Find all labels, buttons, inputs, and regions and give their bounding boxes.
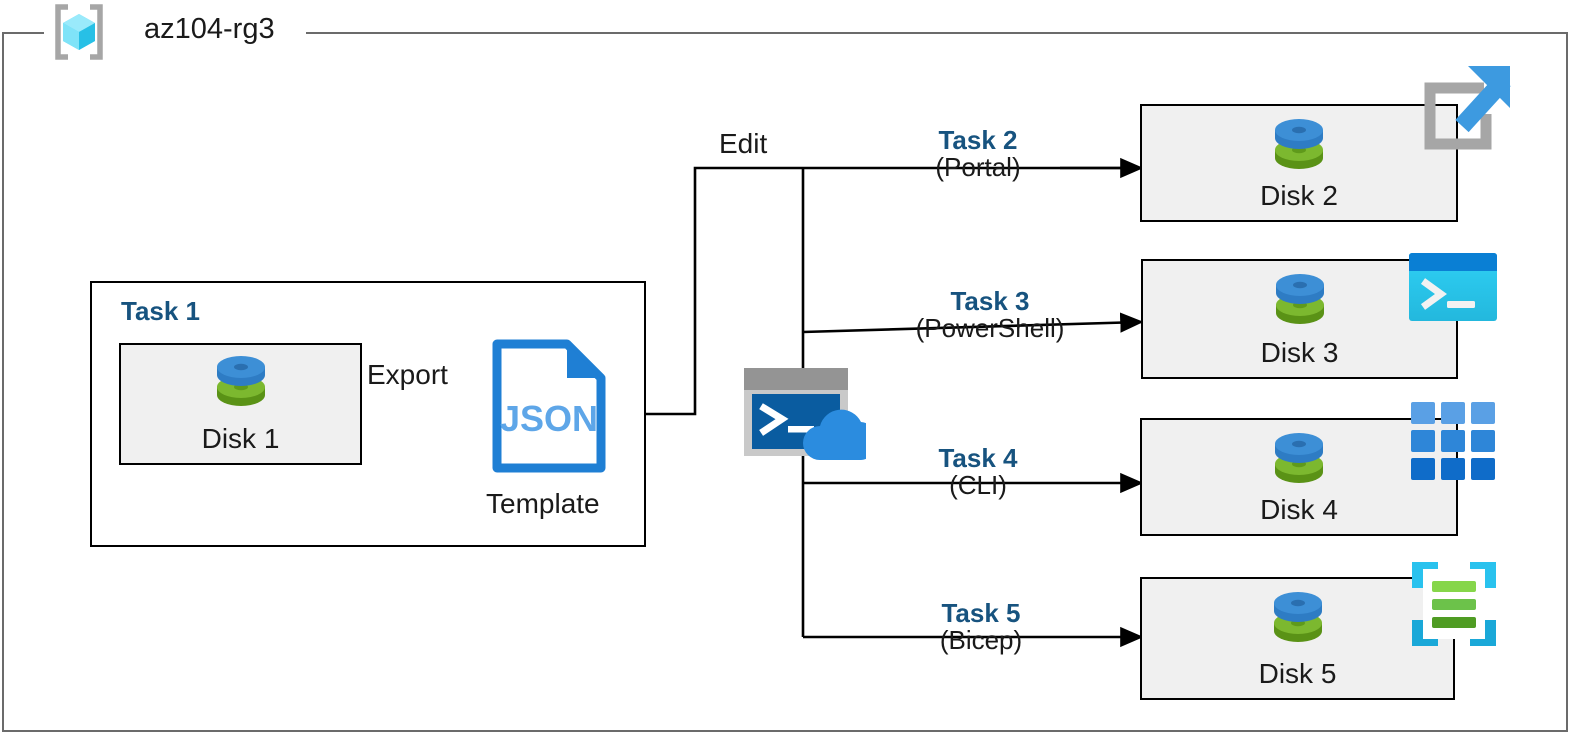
task2-method: (Portal) [935,151,1021,182]
task5-label: Task 5 [941,598,1021,628]
azure-portal-icon[interactable] [1408,58,1520,175]
task2-arrow-label: Task 2 (Portal) [873,127,1083,180]
disk3-label: Disk 3 [1260,337,1339,368]
task1-label: Task 1 [121,296,201,326]
task3-arrow-label: Task 3 (PowerShell) [865,288,1115,341]
resource-group-container [2,32,1568,732]
task3-label: Task 3 [950,286,1030,316]
powershell-icon[interactable] [1407,251,1499,328]
edit-label: Edit [719,128,768,159]
disk5-label: Disk 5 [1258,658,1337,689]
disk2-box[interactable]: Disk 2 [1140,104,1458,222]
azure-cli-icon[interactable] [1408,399,1498,490]
task2-label: Task 2 [938,125,1018,155]
bicep-icon[interactable] [1406,556,1502,657]
json-file-icon[interactable]: JSON [489,336,609,481]
disk4-box[interactable]: Disk 4 [1140,418,1458,536]
task4-arrow-label: Task 4 (CLI) [873,445,1083,498]
task5-arrow-label: Task 5 (Bicep) [873,600,1089,653]
disk4-label: Disk 4 [1260,494,1338,525]
cloud-shell-icon[interactable] [742,366,879,465]
task3-method: (PowerShell) [915,312,1065,343]
disk1-box[interactable]: Disk 1 [119,343,362,465]
managed-disk-icon [1273,271,1327,338]
task4-method: (CLI) [949,469,1007,500]
resource-group-name: az104-rg3 [144,13,275,45]
resource-group-icon [48,1,110,63]
managed-disk-icon [1272,430,1326,497]
managed-disk-icon [1271,589,1325,656]
resource-group-title-gap [44,22,306,44]
export-label: Export [367,359,448,390]
disk1-label: Disk 1 [201,423,280,454]
disk5-box[interactable]: Disk 5 [1140,577,1455,700]
template-caption: Template [486,488,600,519]
disk2-label: Disk 2 [1260,180,1338,211]
managed-disk-icon [214,353,268,420]
task5-method: (Bicep) [939,624,1023,655]
task4-label: Task 4 [938,443,1018,473]
disk3-box[interactable]: Disk 3 [1141,259,1458,379]
json-file-text: JSON [500,398,598,439]
managed-disk-icon [1272,116,1326,183]
